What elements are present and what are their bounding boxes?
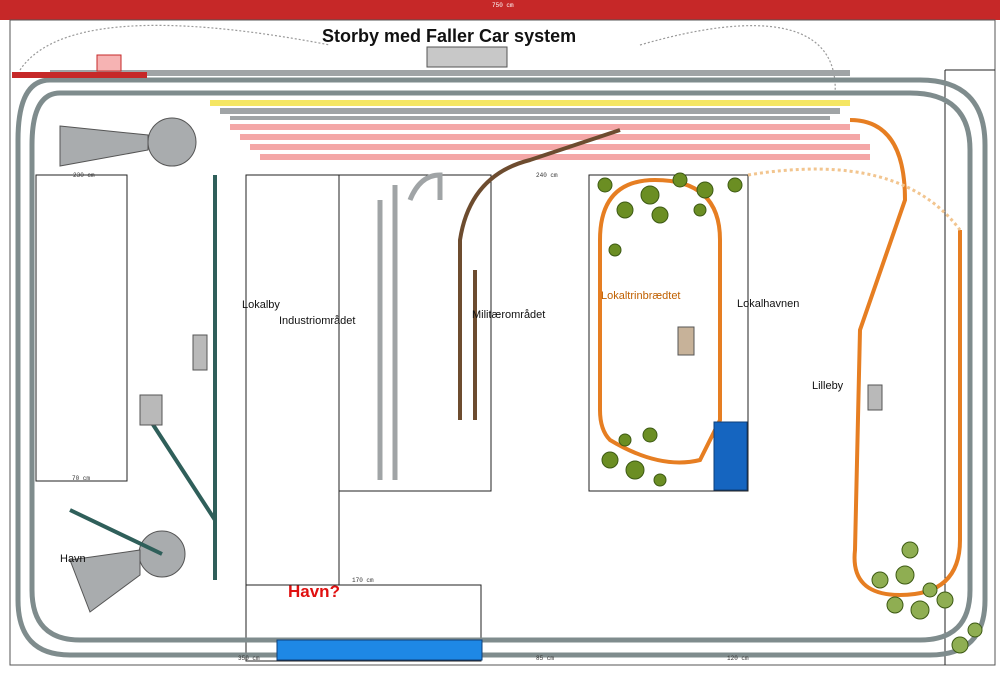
turntable-top: [147, 117, 197, 167]
dim-panel-a: 70 cm: [72, 475, 91, 482]
dim-bottom-left: 350 cm: [238, 655, 260, 662]
dim-mid: 240 cm: [536, 172, 558, 179]
dim-bottom-right: 120 cm: [727, 655, 749, 662]
plan-title: Storby med Faller Car system: [322, 26, 577, 46]
building-lokaltrin: [677, 326, 695, 356]
building-lilleby: [867, 384, 883, 411]
label-industriomraadet: Industriområdet: [279, 315, 356, 327]
label-havn-question: Havn?: [288, 582, 340, 601]
main-loop-inner: [29, 90, 973, 643]
water-lokalhavn: [713, 421, 748, 491]
label-havn-partial: Havn: [60, 553, 86, 565]
panel-left: [35, 174, 128, 482]
station-building: [426, 46, 508, 68]
panel-mid: [338, 174, 492, 492]
trees-corner: [871, 541, 983, 654]
brown-track: [458, 128, 621, 420]
label-lokalby: Lokalby: [242, 299, 280, 311]
dim-bottom-mid: 85 cm: [536, 655, 555, 662]
water-havn: [276, 639, 483, 661]
dim-top: 750 cm: [492, 2, 514, 9]
yard-tracks: [50, 70, 870, 160]
roof-strip: [0, 0, 1000, 20]
building-lokalby2: [139, 394, 163, 426]
label-lokaltrinbraedtet: Lokaltrinbrædtet: [601, 290, 681, 302]
industry-tracks: [377, 172, 443, 480]
platform-red: [12, 72, 147, 78]
teal-branch: [69, 175, 217, 580]
label-militaeromraadet: Militærområdet: [472, 309, 546, 321]
engine-shed-bottom: [69, 549, 141, 613]
panel-lokalby: [245, 174, 340, 586]
building-lokalby: [192, 334, 208, 371]
trees-bottom: [601, 427, 667, 487]
faller-dotted-right: [747, 167, 962, 231]
faller-loop-mid: [598, 177, 722, 465]
label-lokalhavnen: Lokalhavnen: [737, 298, 800, 310]
trees-top: [597, 172, 743, 257]
faller-loop-right: [849, 118, 962, 598]
label-lilleby: Lilleby: [812, 380, 844, 392]
engine-shed-top: [59, 125, 149, 167]
dim-havn-width: 170 cm: [352, 577, 374, 584]
main-loop-outer: [15, 77, 988, 658]
dim-left-inner: 230 cm: [73, 172, 95, 179]
building-small-red: [96, 54, 122, 72]
faller-dotted-top: [19, 24, 836, 96]
baseboard-outline: [9, 19, 996, 666]
